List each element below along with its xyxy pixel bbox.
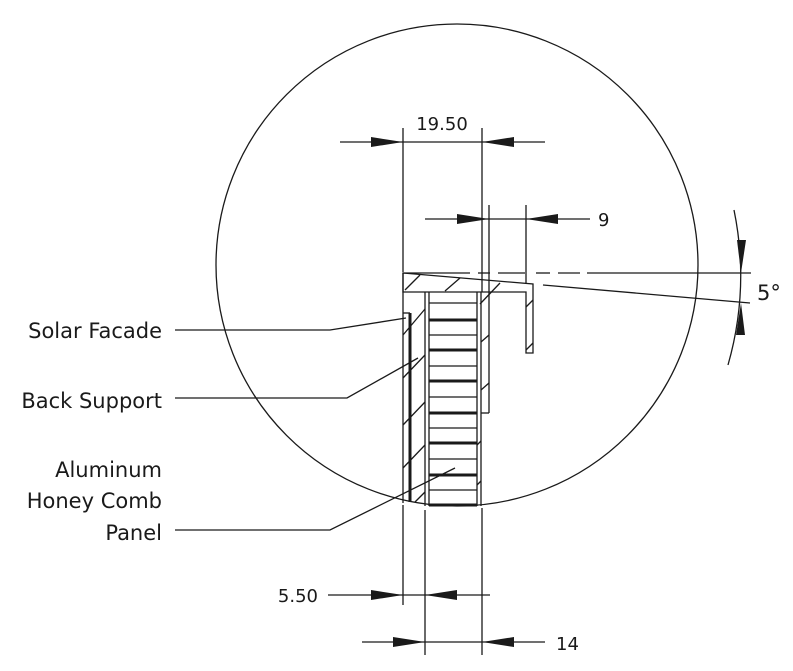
dimension-facade-gap-label: 5.50 [278, 586, 318, 607]
dimension-lip-width-label: 9 [598, 210, 609, 231]
dimension-lip-width: 9 [425, 205, 609, 292]
dimension-top-width: 19.50 [340, 114, 545, 292]
dimension-facade-gap: 5.50 [278, 505, 490, 655]
solar-facade-label: Solar Facade [28, 319, 162, 343]
back-support-label: Back Support [21, 389, 162, 413]
honeycomb-label-line3: Panel [105, 521, 162, 545]
callout-honeycomb-panel: Aluminum Honey Comb Panel [27, 458, 456, 545]
dimension-panel-width-label: 14 [556, 634, 579, 655]
dimension-panel-width: 14 [362, 634, 579, 655]
dimension-angle: 5° [403, 209, 781, 366]
callout-solar-facade: Solar Facade [28, 317, 407, 343]
honeycomb-label-line1: Aluminum [55, 458, 162, 482]
dimension-angle-label: 5° [757, 281, 781, 305]
callout-back-support: Back Support [21, 357, 419, 413]
dimension-top-width-label: 19.50 [416, 114, 468, 135]
honeycomb-label-line2: Honey Comb [27, 489, 162, 513]
profile-section [402, 272, 534, 507]
detail-circle [215, 23, 699, 507]
